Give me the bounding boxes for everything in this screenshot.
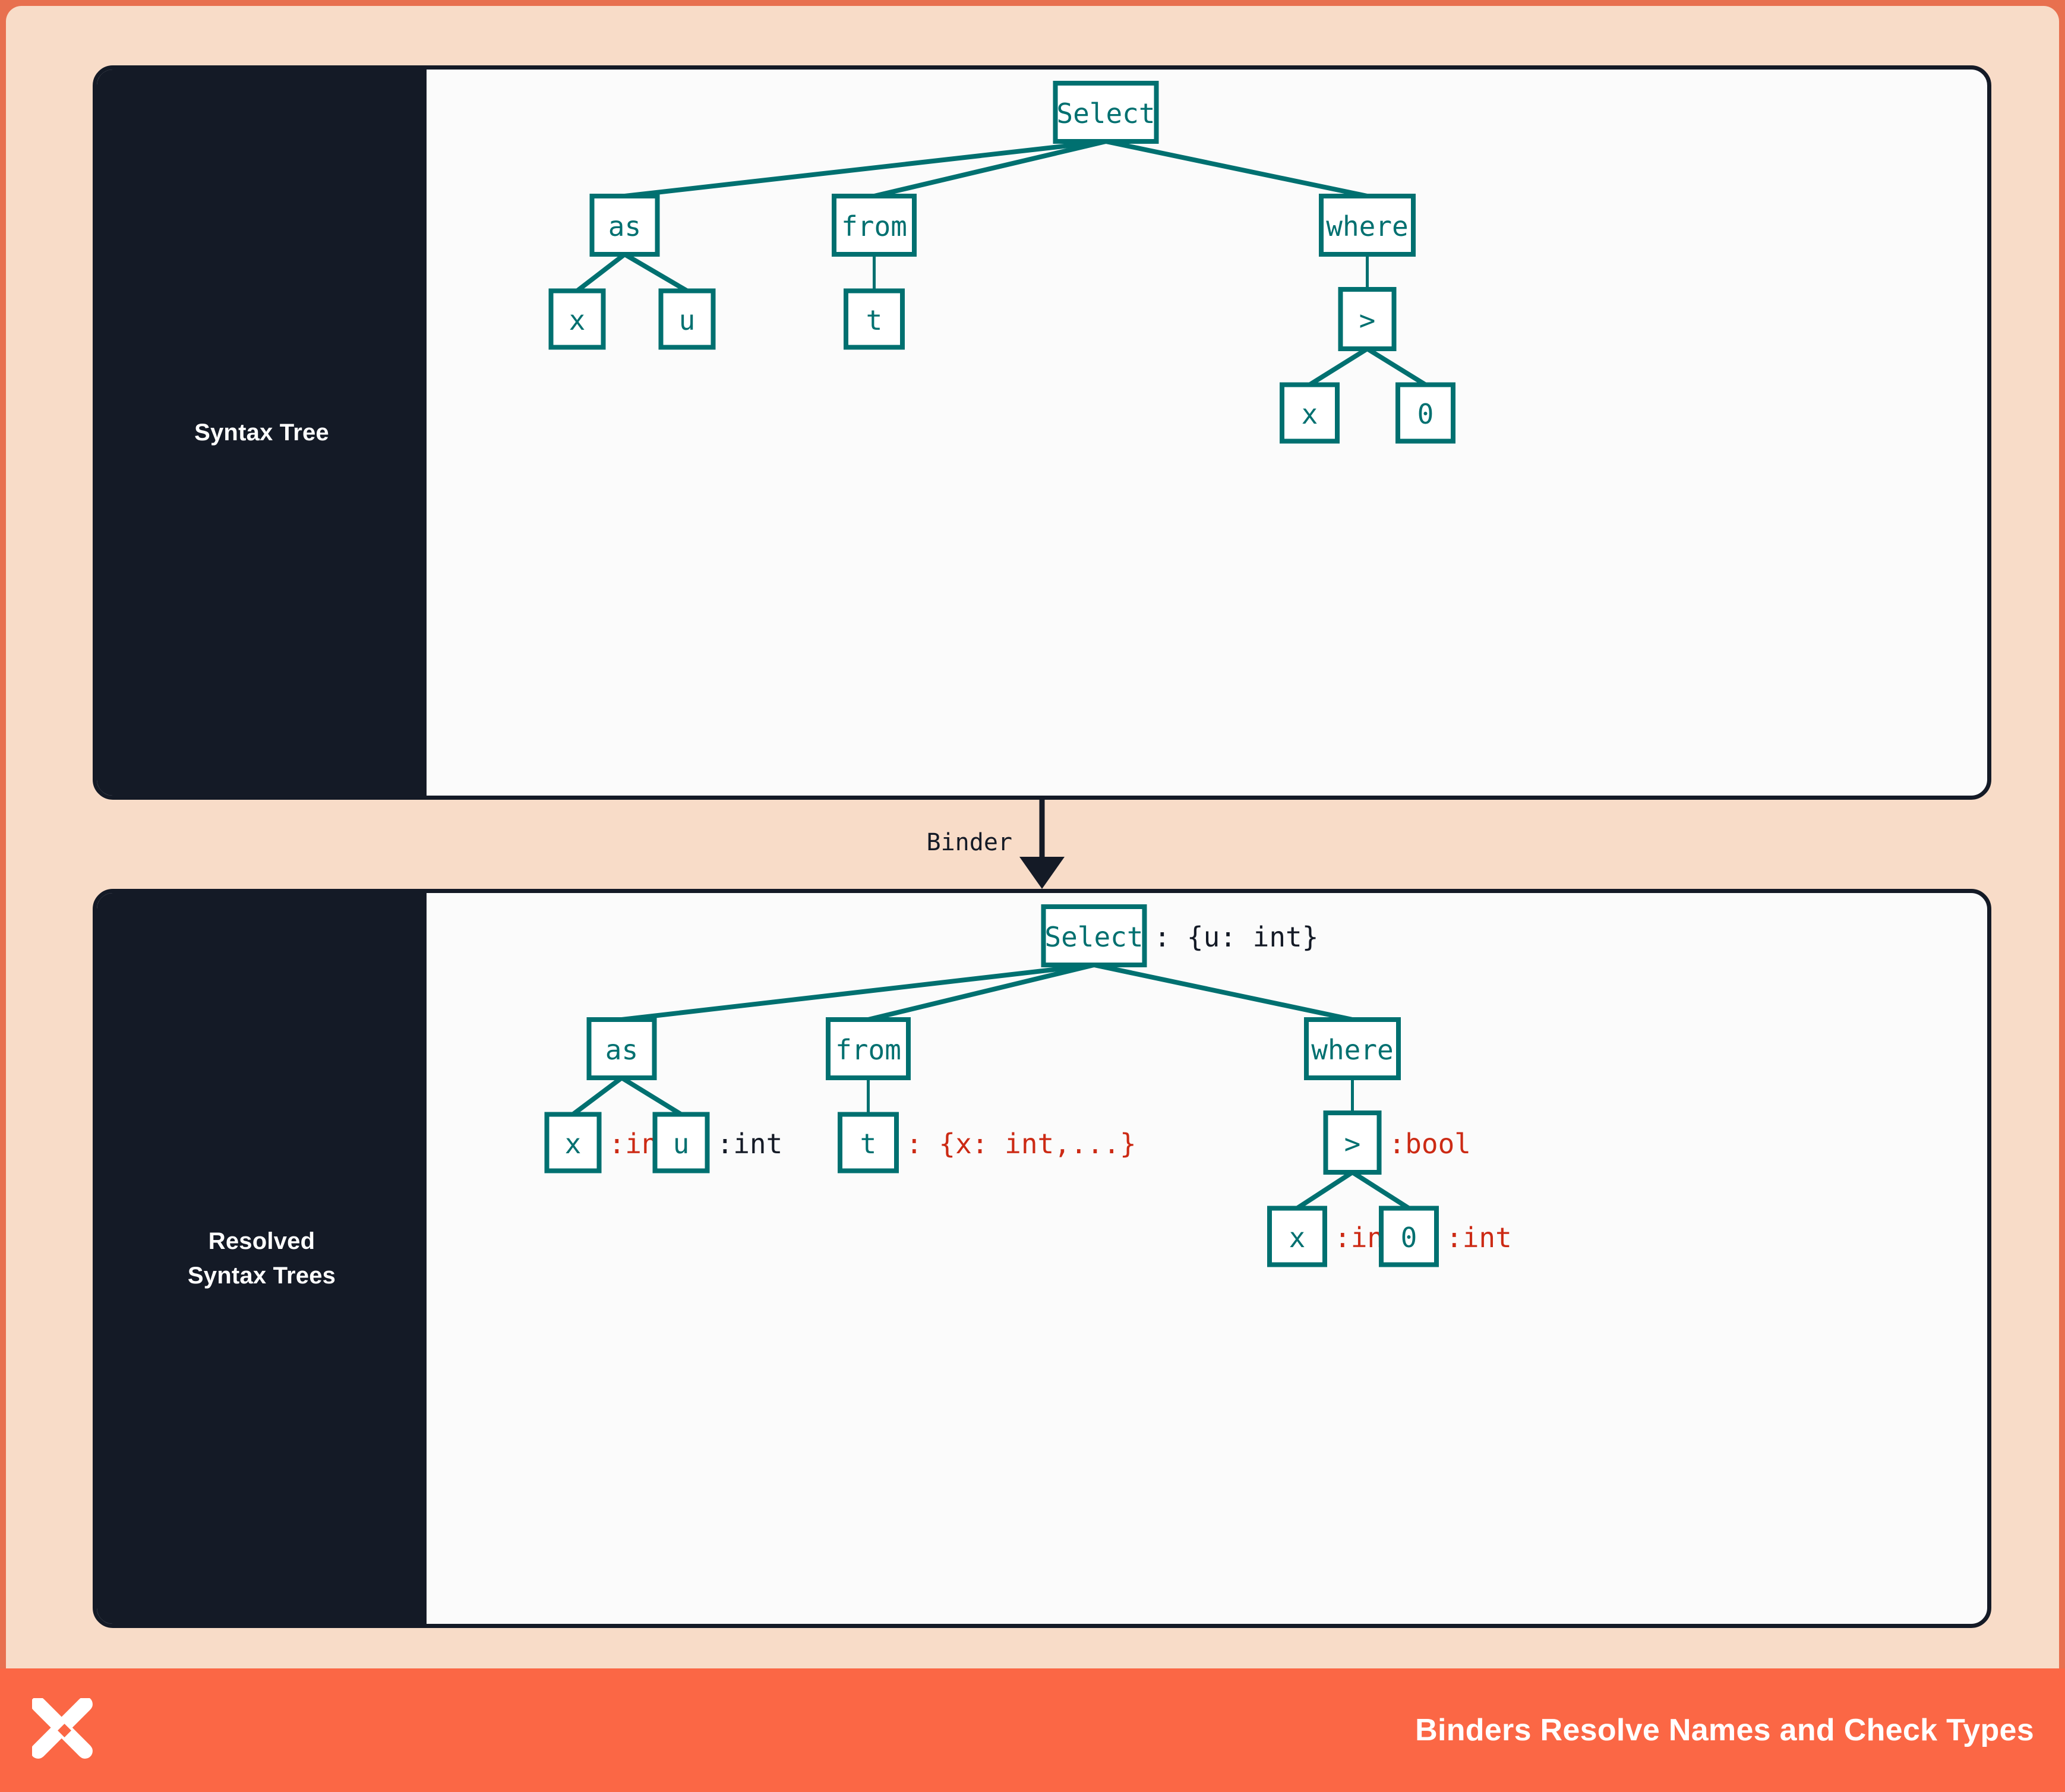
tree-edge-select-to-where	[1093, 963, 1353, 1022]
tree-node-gt-x[interactable]: x	[1280, 382, 1340, 444]
tree-node-gt[interactable]: > :bool	[1323, 1110, 1471, 1175]
tree-edge-select-to-from	[867, 963, 1095, 1022]
tree-node-from-t[interactable]: t : {x: int,...}	[838, 1112, 1136, 1173]
tree-node-label-where: where	[1311, 1034, 1393, 1066]
tree-node-box-gt-x	[1280, 382, 1340, 444]
tree-node-label-gt-x: x	[1302, 398, 1318, 430]
tree-node-as-u[interactable]: u :int	[652, 1112, 783, 1173]
tree-node-label-where: where	[1326, 210, 1408, 242]
tree-node-from[interactable]: from	[832, 194, 917, 257]
tree-node-label-from: from	[841, 210, 907, 242]
tree-node-as[interactable]: as	[586, 1017, 657, 1080]
tree-node-label-from: from	[835, 1034, 901, 1066]
tree-node-gt-0[interactable]: 0	[1395, 382, 1455, 444]
tree-node-box-gt	[1338, 287, 1397, 351]
type-annotation-gt-0: :int	[1446, 1222, 1512, 1254]
type-annotation-from-t: : {x: int,...}	[906, 1128, 1136, 1160]
tree-node-box-from-t	[844, 288, 905, 350]
tree-node-as[interactable]: as	[589, 194, 660, 257]
tree-node-where[interactable]: where	[1319, 194, 1416, 257]
tree-edge-as-to-as-x	[576, 252, 626, 293]
binder-transition: Binder	[93, 800, 1991, 889]
tree-node-from[interactable]: from	[826, 1017, 911, 1080]
panel-syntax-tree: Syntax Tree Select as from where x u t > x 0	[93, 65, 1991, 800]
tree-node-label-as-u: u	[673, 1128, 690, 1160]
panel-title-syntax-tree: Syntax Tree	[194, 419, 329, 446]
nova-x-logo-icon	[32, 1698, 93, 1759]
syntax-tree-graphic: Select as from where x u t > x 0	[548, 81, 1455, 444]
tree-edge-as-to-as-u	[620, 1075, 683, 1116]
tree-node-box-as-u	[658, 288, 716, 350]
type-annotation-select: : {u: int}	[1154, 921, 1319, 953]
binder-arrow-head	[1019, 857, 1065, 889]
panel-sidebar-syntax-tree: Syntax Tree	[97, 70, 427, 796]
type-annotation-gt: :bool	[1389, 1128, 1471, 1160]
type-annotation-as-u: :int	[717, 1128, 783, 1160]
tree-edge-gt-to-gt-x	[1308, 346, 1369, 387]
tree-node-box-gt-0	[1395, 382, 1455, 444]
tree-node-gt-0[interactable]: 0 :int	[1379, 1206, 1512, 1267]
tree-edge-select-to-as	[624, 139, 1106, 198]
tree-node-from-t[interactable]: t	[844, 288, 905, 350]
tree-node-box-from-t	[838, 1112, 899, 1173]
tree-node-box-from	[832, 194, 917, 257]
tree-node-label-gt-0: 0	[1417, 398, 1434, 430]
panel-title-line-0: Resolved	[208, 1228, 315, 1254]
tree-node-box-select	[1041, 904, 1147, 967]
tree-node-box-where	[1319, 194, 1416, 257]
tree-stage-syntax-tree: Select as from where x u t > x 0	[427, 70, 1987, 796]
binder-label: Binder	[927, 829, 1013, 856]
footer-title: Binders Resolve Names and Check Types	[1415, 1713, 2034, 1747]
tree-node-box-gt	[1323, 1110, 1382, 1175]
tree-node-as-x[interactable]: x	[548, 288, 606, 350]
tree-node-label-as-u: u	[679, 304, 696, 336]
tree-node-label-as-x: x	[569, 304, 586, 336]
tree-node-label-gt: >	[1344, 1128, 1361, 1160]
tree-node-label-gt-0: 0	[1401, 1222, 1417, 1254]
tree-node-label-from-t: t	[866, 304, 883, 336]
tree-node-select[interactable]: Select : {u: int}	[1041, 904, 1319, 967]
tree-node-box-select	[1053, 81, 1159, 144]
tree-node-box-as	[586, 1017, 657, 1080]
tree-node-box-as-x	[548, 288, 606, 350]
tree-edge-gt-to-gt-0	[1366, 346, 1427, 387]
panel-title-line-1: Syntax Trees	[187, 1263, 336, 1289]
tree-edge-as-to-as-u	[623, 252, 689, 293]
tree-node-box-from	[826, 1017, 911, 1080]
tree-node-as-u[interactable]: u	[658, 288, 716, 350]
tree-node-as-x[interactable]: x:int	[544, 1112, 675, 1173]
tree-node-label-select: Select	[1056, 97, 1155, 130]
tree-node-box-as	[589, 194, 660, 257]
footer-bar: Binders Resolve Names and Check Types	[0, 1668, 2065, 1792]
tree-node-label-gt-x: x	[1289, 1222, 1306, 1254]
tree-node-box-as-u	[652, 1112, 710, 1173]
tree-node-label-as-x: x	[565, 1128, 582, 1160]
tree-node-label-as: as	[605, 1034, 638, 1066]
tree-node-box-gt-0	[1379, 1206, 1439, 1267]
tree-edge-gt-to-gt-0	[1351, 1170, 1410, 1210]
tree-node-box-where	[1304, 1017, 1401, 1080]
tree-node-label-select: Select	[1044, 921, 1143, 953]
tree-edge-select-to-where	[1105, 139, 1368, 198]
tree-edge-select-to-from	[873, 139, 1107, 198]
tree-node-label-from-t: t	[860, 1128, 877, 1160]
tree-node-label-as: as	[608, 210, 641, 242]
tree-node-label-gt: >	[1359, 304, 1376, 336]
tree-node-where[interactable]: where	[1304, 1017, 1401, 1080]
slide-canvas: Syntax Tree Select as from where x u t > x 0 Bind…	[6, 6, 2059, 1668]
tree-edge-select-to-as	[621, 963, 1094, 1022]
tree-edge-as-to-as-x	[571, 1075, 623, 1116]
tree-node-select[interactable]: Select	[1053, 81, 1159, 144]
tree-edge-gt-to-gt-x	[1296, 1170, 1354, 1210]
tree-node-gt[interactable]: >	[1338, 287, 1397, 351]
binder-arrow-graphic: Binder	[927, 800, 1065, 889]
tree-node-box-as-x	[544, 1112, 602, 1173]
tree-node-box-gt-x	[1267, 1206, 1327, 1267]
